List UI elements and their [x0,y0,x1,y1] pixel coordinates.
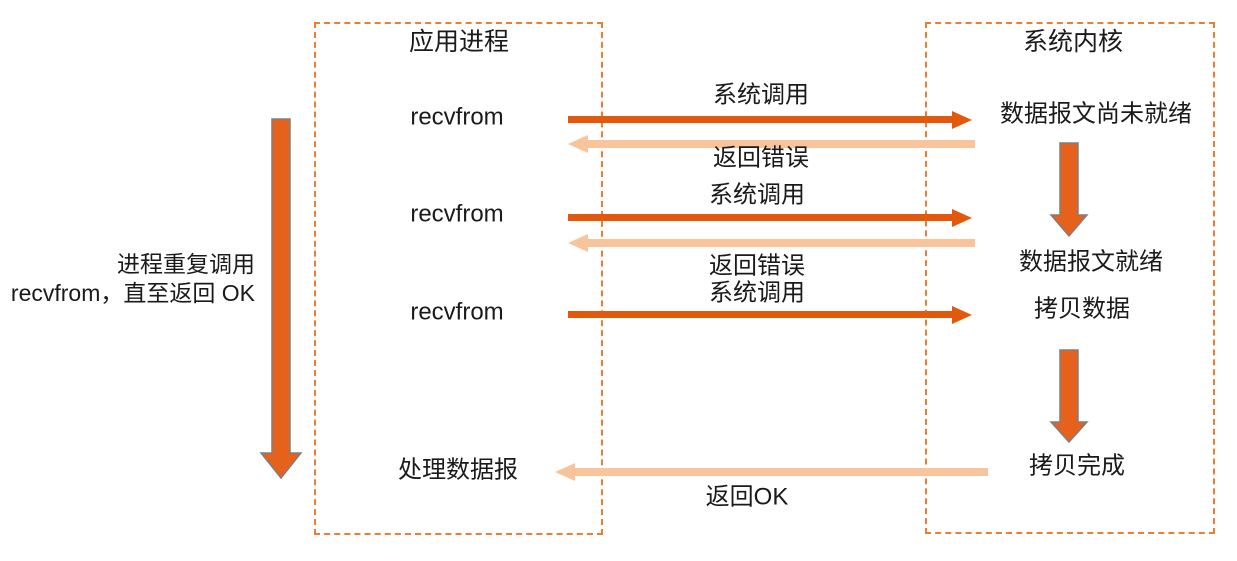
kernel-box-title: 系统内核 [1022,28,1124,56]
left-repeat-note-line2: recvfrom，直至返回 OK [10,280,255,306]
app-process-box [314,22,603,535]
flow-label-error-2: 返回错误 [709,252,805,280]
kernel-state-copy: 拷贝数据 [1034,295,1130,323]
recvfrom-label-2: recvfrom [410,200,504,228]
return-error-arrow-1 [588,140,975,148]
kernel-state-done: 拷贝完成 [1029,452,1125,480]
recvfrom-label-3: recvfrom [410,298,504,326]
process-datagram-label: 处理数据报 [398,456,518,484]
left-repeat-note-line1: 进程重复调用 [117,251,255,277]
flow-label-return-ok: 返回OK [705,483,789,511]
recvfrom-label-1: recvfrom [410,103,504,131]
return-ok-arrow [575,468,988,476]
flow-label-syscall-1: 系统调用 [713,81,809,109]
return-error-arrow-2 [588,239,975,247]
kernel-state-not-ready: 数据报文尚未就绪 [1000,100,1192,128]
syscall-arrow-1 [568,116,952,123]
repeat-down-arrow-icon [259,118,303,480]
syscall-arrow-2 [568,214,952,221]
app-box-title: 应用进程 [408,28,510,56]
flow-label-error-1: 返回错误 [713,144,809,172]
flow-label-syscall-3: 系统调用 [709,279,805,307]
kernel-state-ready: 数据报文就绪 [1019,248,1163,276]
kernel-box [925,22,1215,534]
syscall-arrow-3 [568,311,952,318]
left-repeat-note: 进程重复调用 recvfrom，直至返回 OK [11,250,255,308]
flow-label-syscall-2: 系统调用 [709,181,805,209]
